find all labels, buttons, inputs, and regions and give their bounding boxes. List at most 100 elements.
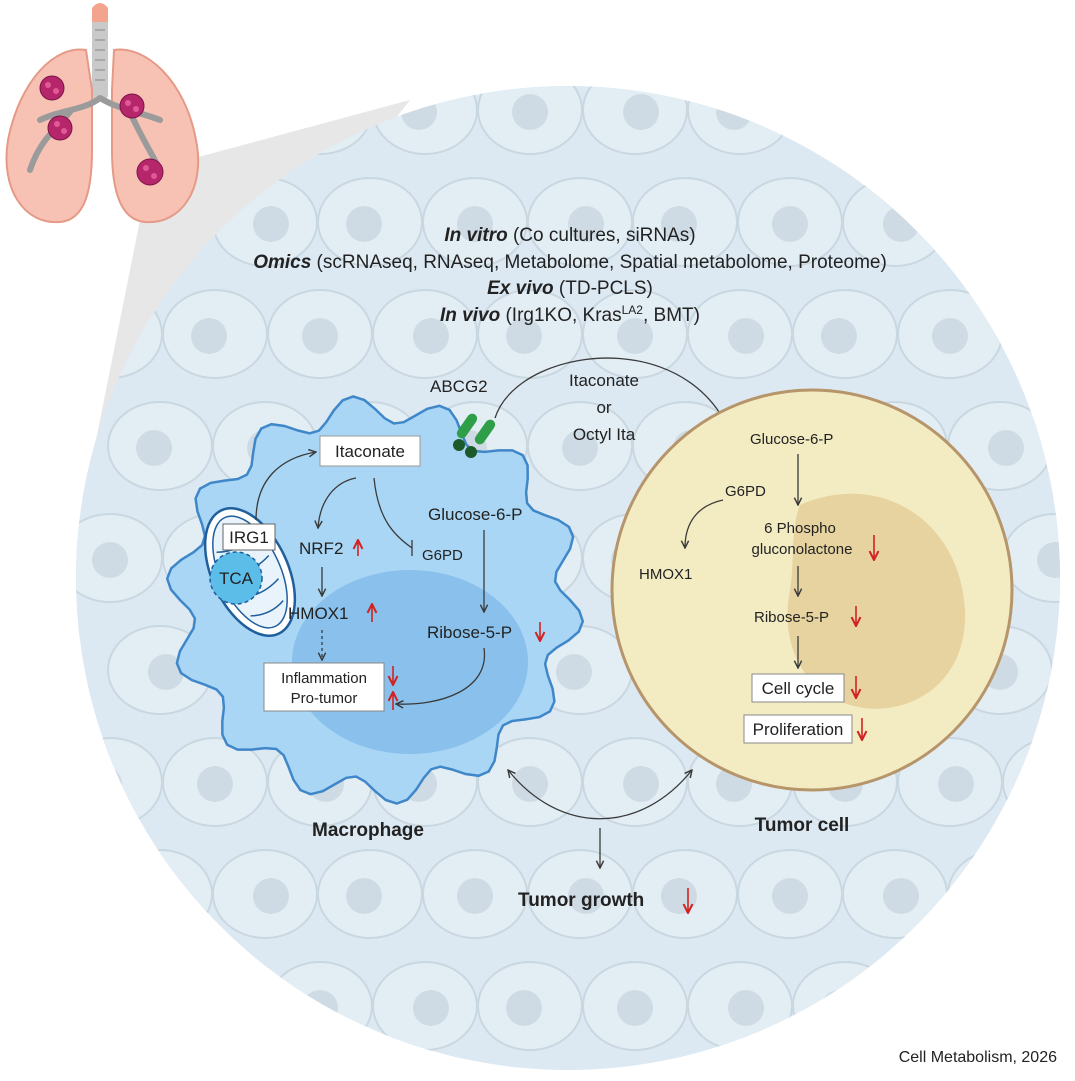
- treatment-group: Itaconate or Octyl Ita: [494, 357, 748, 471]
- tissue-cell-nucleus: [772, 878, 808, 914]
- tissue-cell: [897, 961, 1003, 1051]
- tissue-cell-nucleus: [988, 430, 1024, 466]
- protumor-label: Pro-tumor: [291, 690, 358, 707]
- tissue-cell-nucleus: [661, 206, 697, 242]
- proliferation-box: [743, 714, 853, 744]
- tissue-cell: [162, 961, 268, 1051]
- tissue-cell-nucleus: [413, 318, 449, 354]
- tissue-cell: [792, 86, 898, 155]
- tissue-cell-nucleus: [98, 990, 134, 1026]
- tissue-cell-nucleus: [623, 766, 659, 802]
- tumor-nucleus: [787, 493, 966, 709]
- tissue-cell-nucleus: [623, 94, 659, 130]
- tissue-cell-nucleus: [346, 206, 382, 242]
- header-line-ex-vivo: Ex vivo (TD-PCLS): [487, 278, 653, 299]
- tissue-cell: [1052, 625, 1060, 715]
- tumor-ribose-label: Ribose-5-P: [754, 609, 829, 626]
- tissue-cell-nucleus: [562, 430, 598, 466]
- tissue-cell-nucleus: [512, 766, 548, 802]
- tissue-cell-nucleus: [568, 206, 604, 242]
- treatment-line2: or: [596, 398, 611, 417]
- tissue-cell: [1052, 177, 1060, 267]
- treatment-line1: Itaconate: [569, 371, 639, 390]
- tissue-cell-nucleus: [938, 766, 974, 802]
- macrophage-cell: TCA IRG1 Itaconate NRF2 G6PD Glucose-6-P…: [165, 377, 585, 841]
- tissue-cell-nucleus: [401, 94, 437, 130]
- tissue-cell: [897, 86, 1003, 155]
- tissue-cell: [1002, 961, 1060, 1051]
- tumor-g6pd-label: G6PD: [725, 483, 766, 500]
- tissue-cell-nucleus: [568, 878, 604, 914]
- tissue-cell: [687, 86, 793, 155]
- macrophage-title: Macrophage: [312, 820, 424, 841]
- itaconate-box: [319, 435, 421, 467]
- tissue-cell-nucleus: [821, 318, 857, 354]
- abcg2-label: ABCG2: [430, 377, 488, 396]
- tissue-cell: [947, 849, 1053, 939]
- tumor-cell: Glucose-6-P G6PD HMOX1 6 Phospho glucono…: [610, 388, 1014, 836]
- tissue-cell-nucleus: [86, 766, 122, 802]
- citation-credit: Cell Metabolism, 2026: [898, 1049, 1057, 1066]
- macrophage-g6pd-label: G6PD: [422, 547, 463, 564]
- tissue-cell-nucleus: [92, 542, 128, 578]
- tissue-cell: [76, 737, 163, 827]
- outcome-group: Tumor growth: [508, 770, 692, 913]
- tissue-cell: [1002, 289, 1060, 379]
- macrophage-hmox1-label: HMOX1: [288, 604, 348, 623]
- tissue-cell-nucleus: [1043, 318, 1060, 354]
- tissue-cell-nucleus: [346, 878, 382, 914]
- tissue-cell-nucleus: [1031, 94, 1060, 130]
- tumor-glucose-label: Glucose-6-P: [750, 431, 833, 448]
- tissue-cell-nucleus: [191, 318, 227, 354]
- irg1-label: IRG1: [229, 528, 269, 547]
- treatment-line3: Octyl Ita: [573, 425, 636, 444]
- macrophage-glucose-label: Glucose-6-P: [428, 505, 522, 524]
- lungs-illustration: [5, 3, 200, 224]
- inflammation-box: [263, 662, 385, 712]
- tissue-cell-nucleus: [932, 318, 968, 354]
- tissue-cell: [792, 961, 898, 1051]
- tissue-cell-nucleus: [976, 206, 1012, 242]
- tissue-cell-nucleus: [302, 318, 338, 354]
- nrf2-label: NRF2: [299, 539, 343, 558]
- tissue-cell-nucleus: [728, 990, 764, 1026]
- methods-header: In vitro (Co cultures, siRNAs) Omics (sc…: [253, 225, 887, 326]
- tissue-cell-nucleus: [821, 990, 857, 1026]
- tissue-cell-nucleus: [191, 990, 227, 1026]
- tca-label: TCA: [219, 569, 254, 588]
- macrophage-nucleus: [292, 570, 528, 754]
- tissue-cell-nucleus: [661, 878, 697, 914]
- header-line-in-vitro: In vitro (Co cultures, siRNAs): [444, 225, 695, 246]
- tissue-cell-nucleus: [556, 654, 592, 690]
- abcg2-transporter: [453, 413, 496, 458]
- tissue-cell-nucleus: [728, 318, 764, 354]
- tissue-cell-nucleus: [512, 94, 548, 130]
- tissue-cell-nucleus: [302, 990, 338, 1026]
- tissue-cell-nucleus: [413, 990, 449, 1026]
- header-line-in-vivo: In vivo (Irg1KO, KrasLA2, BMT): [440, 303, 700, 326]
- tissue-cell-nucleus: [253, 878, 289, 914]
- tissue-cell-nucleus: [197, 94, 233, 130]
- cellcycle-box: [751, 673, 845, 703]
- tissue-cell: [267, 961, 373, 1051]
- tissue-cell-nucleus: [457, 206, 493, 242]
- header-line-omics: Omics (scRNAseq, RNAseq, Metabolome, Spa…: [253, 252, 887, 273]
- tissue-cell-nucleus: [197, 766, 233, 802]
- tissue-cell-nucleus: [976, 878, 1012, 914]
- tissue-cell-nucleus: [617, 318, 653, 354]
- tissue-cell-nucleus: [883, 878, 919, 914]
- tumor-nodule: [39, 75, 164, 186]
- tissue-cell-nucleus: [457, 878, 493, 914]
- tumor-phospho-line2: gluconolactone: [752, 541, 853, 558]
- macrophage-ribose-label: Ribose-5-P: [427, 623, 512, 642]
- tissue-cell: [1052, 401, 1060, 491]
- tumor-phospho-line1: 6 Phospho: [764, 520, 836, 537]
- tissue-cell-nucleus: [1037, 542, 1060, 578]
- tissue-cell-nucleus: [506, 318, 542, 354]
- tissue-cell-nucleus: [142, 878, 178, 914]
- tissue-cell-nucleus: [827, 94, 863, 130]
- tissue-cell-nucleus: [253, 206, 289, 242]
- tumor-hmox1-label: HMOX1: [639, 566, 692, 583]
- inflammation-label: Inflammation: [281, 670, 367, 687]
